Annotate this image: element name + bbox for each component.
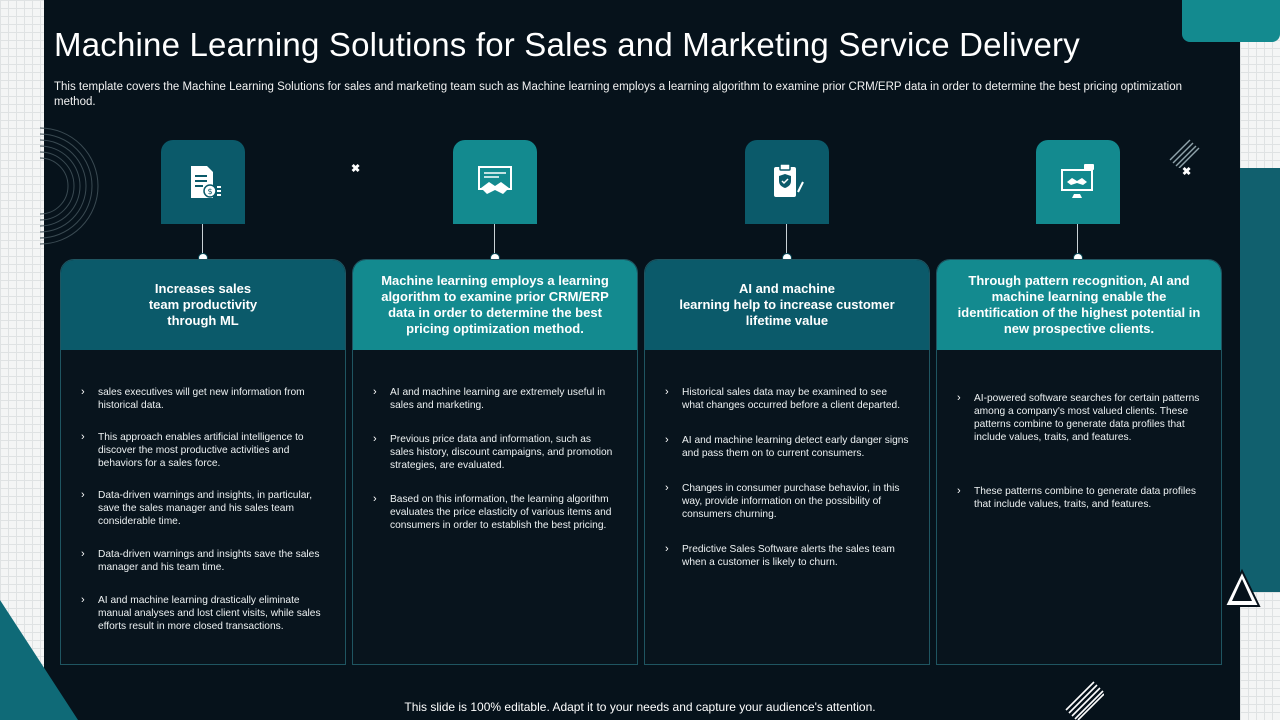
top-right-accent	[1182, 0, 1280, 42]
list-item: ›Based on this information, the learning…	[373, 493, 612, 531]
card-1-heading-text: Increases sales team productivity throug…	[148, 281, 258, 328]
clipboard-shield-icon	[774, 163, 804, 197]
list-item: ›AI and machine learning detect early da…	[665, 434, 909, 459]
chevron-right-icon: ›	[81, 489, 85, 501]
chevron-right-icon: ›	[665, 482, 669, 494]
card-1: Increases sales team productivity throug…	[60, 259, 346, 665]
card-4-list: ›AI-powered software searches for certai…	[937, 392, 1221, 511]
document-money-icon: $	[191, 166, 221, 198]
connector-line	[1077, 224, 1078, 257]
card-3: AI and machine learning help to increase…	[644, 259, 930, 665]
card-2-list: ›AI and machine learning are extremely u…	[353, 386, 637, 532]
chevron-right-icon: ›	[81, 548, 85, 560]
card-4-heading-text: Through pattern recognition, AI and mach…	[957, 273, 1201, 336]
triangle-decoration	[1223, 568, 1261, 607]
stripes-decoration	[1065, 681, 1104, 720]
list-item: ›AI-powered software searches for certai…	[957, 392, 1200, 443]
chevron-right-icon: ›	[373, 493, 377, 505]
card-2-icon-box	[453, 140, 537, 224]
card-1-icon-box: $	[161, 140, 245, 224]
chevron-right-icon: ›	[373, 386, 377, 398]
page-title: Machine Learning Solutions for Sales and…	[54, 26, 1080, 63]
chevron-right-icon: ›	[665, 543, 669, 555]
chevron-right-icon: ›	[665, 386, 669, 398]
chevron-right-icon: ›	[81, 386, 85, 398]
chevron-right-icon: ›	[957, 485, 961, 497]
list-item: ›This approach enables artificial intell…	[81, 431, 304, 469]
list-item: ›AI and machine learning drastically eli…	[81, 594, 321, 632]
cross-decoration: ✖	[1182, 166, 1192, 178]
chevron-right-icon: ›	[81, 431, 85, 443]
card-2: Machine learning employs a learning algo…	[352, 259, 638, 665]
card-3-list: ›Historical sales data may be examined t…	[645, 386, 929, 569]
card-4: Through pattern recognition, AI and mach…	[936, 259, 1222, 665]
page-subtitle: This template covers the Machine Learnin…	[54, 81, 1182, 108]
stripes-decoration	[1169, 139, 1200, 168]
cross-decoration: ✖	[351, 163, 361, 175]
card-3-heading-text: AI and machine learning help to increase…	[679, 281, 895, 328]
footer-note: This slide is 100% editable. Adapt it to…	[404, 700, 876, 714]
concentric-circles-decoration	[40, 124, 102, 248]
right-accent-bar	[1240, 168, 1280, 592]
chevron-right-icon: ›	[81, 594, 85, 606]
list-item: ›These patterns combine to generate data…	[957, 485, 1196, 510]
handshake-certificate-icon	[478, 166, 512, 194]
connector-line	[786, 224, 787, 257]
chevron-right-icon: ›	[373, 433, 377, 445]
card-1-heading: Increases sales team productivity throug…	[61, 260, 345, 350]
list-item: ›Predictive Sales Software alerts the sa…	[665, 543, 895, 568]
connector-line	[494, 224, 495, 257]
chevron-right-icon: ›	[957, 392, 961, 404]
card-2-heading: Machine learning employs a learning algo…	[353, 260, 637, 350]
svg-text:$: $	[207, 187, 212, 196]
list-item: ›AI and machine learning are extremely u…	[373, 386, 606, 411]
monitor-handshake-icon	[1061, 164, 1094, 198]
card-3-heading: AI and machine learning help to increase…	[645, 260, 929, 350]
list-item: ›Historical sales data may be examined t…	[665, 386, 901, 411]
card-2-heading-text: Machine learning employs a learning algo…	[381, 273, 609, 336]
card-1-list: ›sales executives will get new informati…	[61, 386, 345, 633]
list-item: ›Data-driven warnings and insights save …	[81, 548, 320, 573]
chevron-right-icon: ›	[665, 434, 669, 446]
list-item: ›Previous price data and information, su…	[373, 433, 613, 471]
card-3-icon-box	[745, 140, 829, 224]
card-4-heading: Through pattern recognition, AI and mach…	[937, 260, 1221, 350]
list-item: ›Data-driven warnings and insights, in p…	[81, 489, 313, 527]
connector-line	[202, 224, 203, 257]
card-4-icon-box	[1036, 140, 1120, 224]
list-item: ›sales executives will get new informati…	[81, 386, 305, 411]
list-item: ›Changes in consumer purchase behavior, …	[665, 482, 900, 520]
